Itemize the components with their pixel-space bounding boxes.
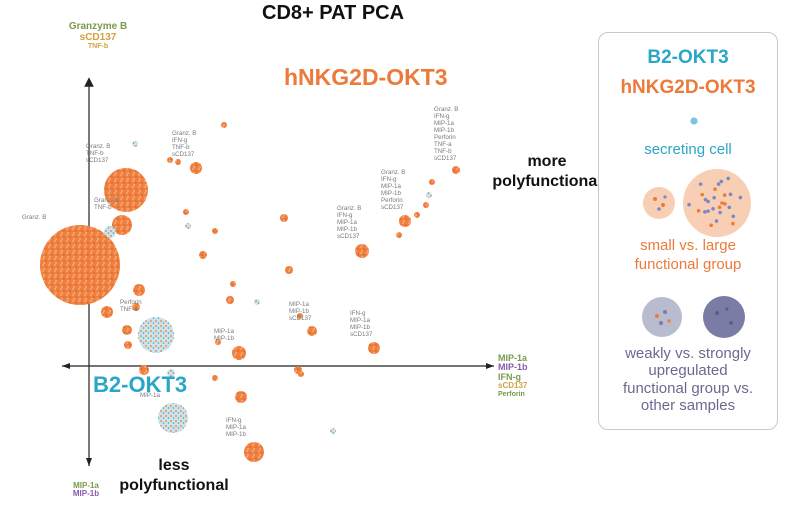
cluster-bubble (423, 202, 429, 208)
cluster-bubble (221, 122, 227, 128)
cluster-bubble (330, 428, 336, 434)
data-point-label-1: Granz. B (22, 214, 46, 221)
cluster-bubble (104, 226, 116, 238)
legend-weak-group-swatch (642, 297, 682, 337)
legend-panel: B2-OKT3 hNKG2D-OKT3 secreting cell small… (598, 32, 778, 430)
data-point-10 (232, 346, 246, 360)
legend-strength-label: weakly vs. strongly upregulated function… (622, 345, 754, 414)
cluster-bubble (122, 325, 132, 335)
legend-secreting-cell-dot (690, 117, 698, 125)
cluster-bubble (429, 179, 435, 185)
data-point-6 (399, 215, 411, 227)
legend-secreting-label: secreting cell (644, 141, 732, 158)
y-bottom-label-2: MIP-1b (72, 489, 100, 499)
cluster-bubble (414, 212, 420, 218)
y-top-label-3: TNF-b (87, 43, 109, 50)
x-right-label-1: MIP-1a (498, 353, 528, 363)
cluster-bubble (167, 157, 173, 163)
legend-small-group-swatch (643, 187, 675, 219)
legend-swatches (642, 117, 751, 338)
x-right-label-4: sCD137 (498, 381, 528, 391)
data-point-8 (355, 244, 369, 258)
cluster-bubble (183, 209, 189, 215)
x-right-label-2: MIP-1b (498, 362, 528, 373)
legend-strong-group-swatch (703, 296, 745, 338)
cluster-bubble (175, 159, 181, 165)
cluster-bubble (285, 266, 293, 274)
y-axis-bottom-label: MIP-1a MIP-1b (64, 481, 108, 499)
data-point-11 (244, 442, 264, 462)
data-point-label-12: MIP-1a (140, 392, 161, 399)
cluster-bubble (101, 306, 113, 318)
x-right-label-5: Perforin (498, 390, 525, 398)
data-points (40, 122, 460, 462)
cluster-bubble (235, 391, 247, 403)
cluster-bubble (212, 375, 218, 381)
group-label-nkg2d: hNKG2D-OKT3 (284, 64, 448, 90)
data-point-2 (104, 168, 148, 212)
cluster-bubble (230, 281, 236, 287)
data-point-9 (307, 326, 317, 336)
cluster-bubble (124, 341, 132, 349)
annotation-less-polyfunctional: less polyfunctional (119, 457, 229, 494)
data-point-7 (368, 342, 380, 354)
cluster-bubble (167, 369, 175, 377)
group-label-okt3: B2-OKT3 (93, 372, 188, 397)
y-bottom-label-1: MIP-1a (73, 481, 99, 490)
data-point-5 (452, 166, 460, 174)
cluster-bubble (297, 313, 303, 319)
legend-size-label: small vs. large functional group (634, 237, 742, 273)
y-top-label-1: Granzyme B (68, 21, 128, 32)
cluster-bubble (132, 303, 140, 311)
cluster-bubble (212, 228, 218, 234)
data-point-4 (190, 162, 202, 174)
cluster-bubble (199, 251, 207, 259)
chart-title: CD8+ PAT PCA (262, 2, 405, 24)
data-point-12 (158, 403, 188, 433)
cluster-bubble (90, 240, 106, 256)
legend-group1: B2-OKT3 (647, 47, 729, 68)
annotation-more-polyfunctional: more polyfunctional (492, 153, 602, 190)
cluster-bubble (215, 339, 221, 345)
cluster-bubble (226, 296, 234, 304)
cluster-bubble (426, 192, 432, 198)
cluster-bubble (280, 214, 288, 222)
legend-large-group-swatch (683, 169, 751, 237)
y-axis-top-label: Granzyme B sCD137 TNF-b (60, 21, 136, 50)
data-point-13 (138, 317, 174, 353)
x-right-label-3: IFN-g (498, 371, 521, 382)
cluster-bubble (132, 141, 138, 147)
x-axis-right-label: MIP-1a MIP-1b IFN-g sCD137 Perforin (498, 353, 548, 398)
cluster-bubble (396, 232, 402, 238)
cluster-bubble (139, 365, 149, 375)
y-top-label-2: sCD137 (79, 31, 117, 43)
cluster-bubble (133, 284, 145, 296)
legend-group2: hNKG2D-OKT3 (620, 77, 756, 98)
cluster-bubble (185, 223, 191, 229)
cluster-bubble (254, 299, 260, 305)
cluster-bubble (298, 371, 304, 377)
data-point-3 (112, 215, 132, 235)
